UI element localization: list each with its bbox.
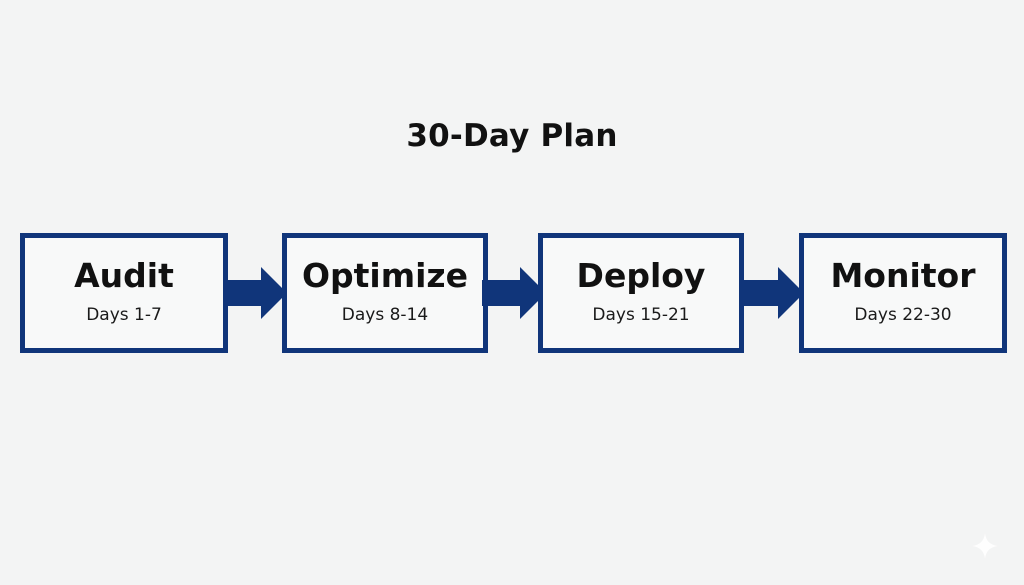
step-days: Days 1-7 — [86, 305, 162, 325]
step-box-monitor: Monitor Days 22-30 — [799, 233, 1007, 353]
step-days: Days 15-21 — [592, 305, 690, 325]
step-days: Days 22-30 — [854, 305, 952, 325]
step-box-optimize: Optimize Days 8-14 — [282, 233, 488, 353]
step-name: Monitor — [830, 256, 976, 295]
right-arrow-icon — [740, 267, 804, 319]
sparkle-icon — [972, 533, 998, 559]
diagram-title: 30-Day Plan — [406, 118, 618, 154]
step-name: Audit — [74, 256, 174, 295]
step-days: Days 8-14 — [341, 305, 429, 325]
right-arrow-icon — [482, 267, 546, 319]
step-box-audit: Audit Days 1-7 — [20, 233, 228, 353]
right-arrow-icon — [223, 267, 287, 319]
step-name: Deploy — [576, 256, 706, 295]
step-name: Optimize — [301, 256, 469, 295]
step-box-deploy: Deploy Days 15-21 — [538, 233, 744, 353]
